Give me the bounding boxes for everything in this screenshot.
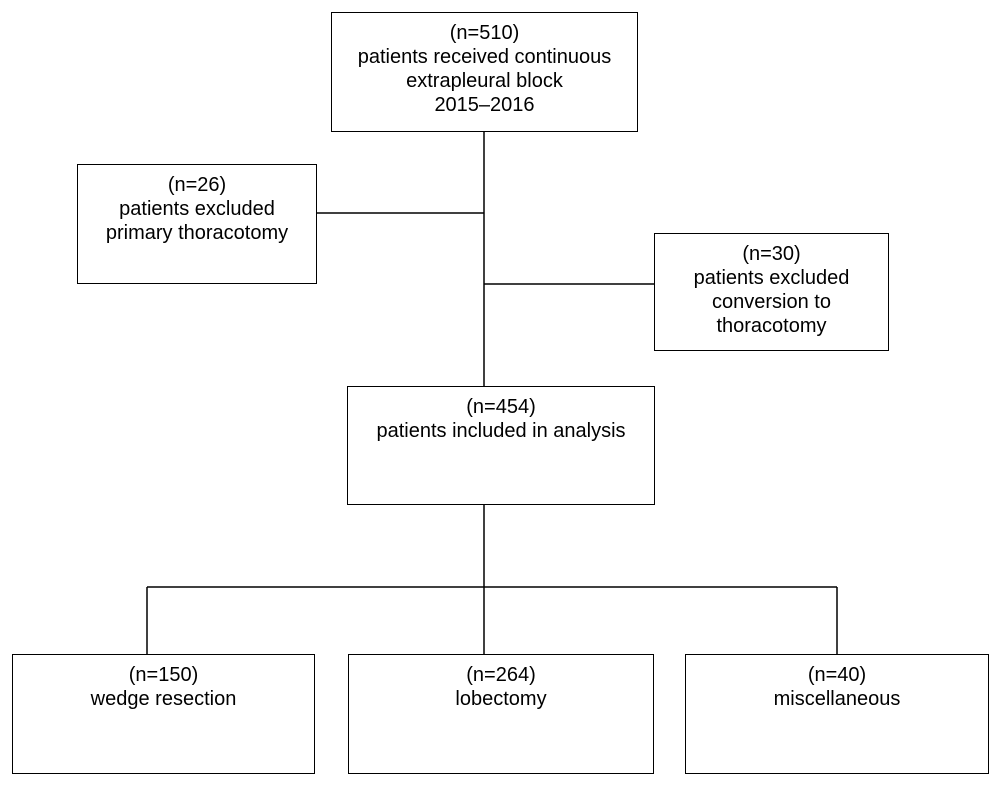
total-desc-line2: extrapleural block [406, 70, 563, 92]
excluded-conversion-count: (n=30) [742, 243, 801, 265]
total-desc-line3: 2015–2016 [434, 94, 535, 116]
included-count: (n=454) [466, 396, 536, 418]
excluded-conversion-line3: thoracotomy [716, 315, 827, 337]
excluded-conversion-box: (n=30) patients excluded conversion to t… [654, 233, 889, 351]
included-line1: patients included in analysis [376, 420, 626, 442]
excluded-primary-box: (n=26) patients excluded primary thoraco… [77, 164, 317, 284]
misc-label: miscellaneous [773, 688, 901, 710]
excluded-primary-count: (n=26) [167, 174, 227, 196]
excluded-primary-line1: patients excluded [119, 198, 275, 220]
wedge-count: (n=150) [128, 664, 199, 686]
lobectomy-count: (n=264) [466, 664, 536, 686]
excluded-primary-line2: primary thoracotomy [105, 222, 289, 244]
excluded-conversion-line1: patients excluded [693, 267, 850, 289]
lobectomy-box: (n=264) lobectomy [348, 654, 654, 774]
excluded-conversion-line2: conversion to [712, 291, 831, 313]
miscellaneous-box: (n=40) miscellaneous [685, 654, 989, 774]
total-desc-line1: patients received continuous [357, 46, 612, 68]
total-patients-box: (n=510) patients received continuous ext… [331, 12, 638, 132]
misc-count: (n=40) [807, 664, 867, 686]
included-analysis-box: (n=454) patients included in analysis [347, 386, 655, 505]
wedge-resection-box: (n=150) wedge resection [12, 654, 315, 774]
wedge-label: wedge resection [90, 688, 237, 710]
lobectomy-label: lobectomy [455, 688, 547, 710]
total-count: (n=510) [449, 22, 520, 44]
